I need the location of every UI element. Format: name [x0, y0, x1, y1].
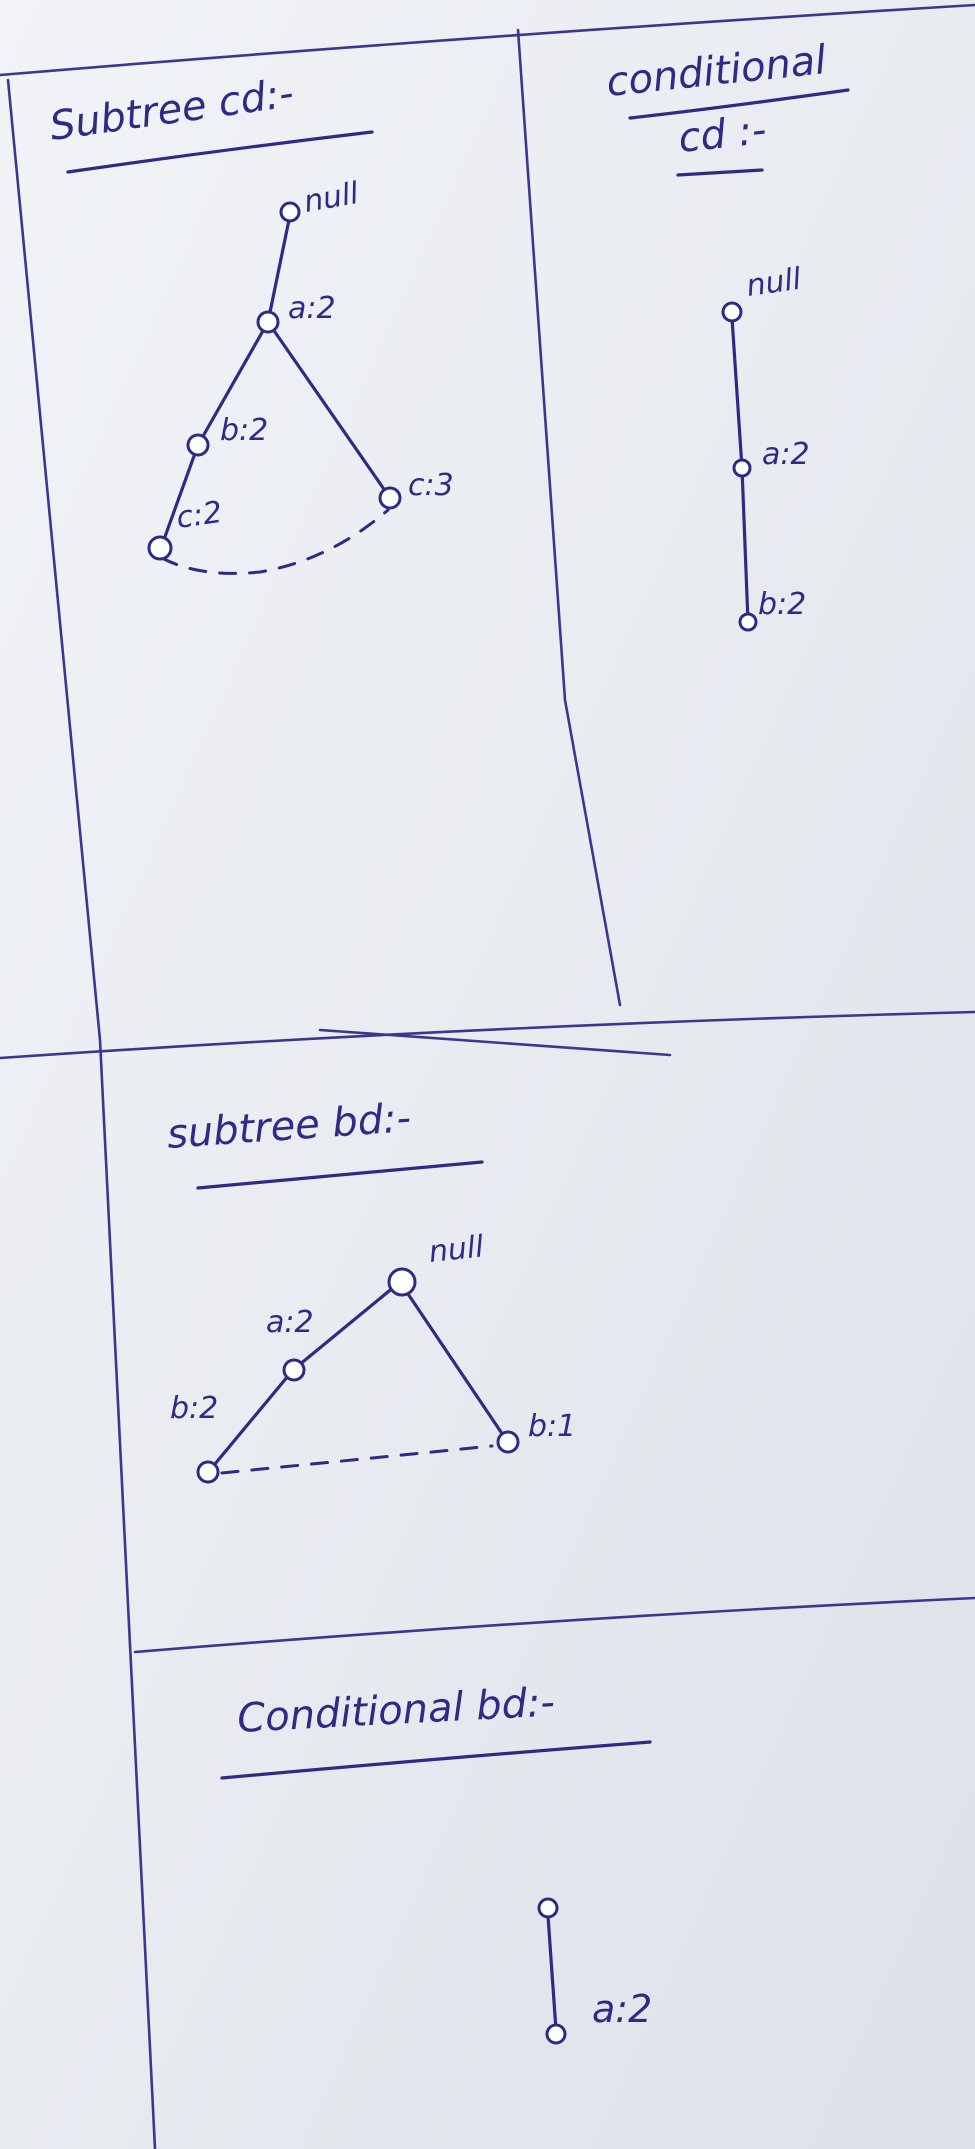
label-a: a:2 [266, 1305, 314, 1340]
section-divider-bottom [133, 1596, 975, 1654]
node-a [545, 2023, 567, 2045]
node-b [186, 433, 210, 457]
node-link-dashed [220, 1444, 494, 1475]
edge-null-a [291, 1280, 402, 1372]
edge-a-b [196, 320, 270, 447]
label-b1: b:1 [528, 1409, 576, 1444]
node-link-dashed [160, 508, 390, 575]
node-a [256, 310, 280, 334]
label-c3: c:3 [408, 468, 454, 503]
label-a: a:2 [592, 1987, 652, 2031]
node-null [279, 201, 301, 223]
node-a [732, 458, 752, 478]
column-divider-line [516, 28, 622, 1007]
node-null [387, 1267, 417, 1297]
conditional-cd-heading-line2: cd :- [676, 107, 768, 162]
top-border-line [0, 3, 975, 77]
conditional-bd-spine [546, 1914, 558, 2032]
node-c3 [378, 486, 402, 510]
edge-b-c [160, 443, 200, 547]
label-b: b:2 [758, 587, 806, 622]
short-divider-stroke [318, 1028, 672, 1057]
subtree-bd-underline [196, 1160, 484, 1190]
section-divider-top [0, 1010, 975, 1060]
label-a: a:2 [762, 437, 810, 472]
label-a: a:2 [288, 291, 336, 326]
node-c [147, 535, 173, 561]
subtree-cd-underline [66, 130, 374, 174]
node-b [738, 612, 758, 632]
node-null [721, 301, 743, 323]
label-null: null [427, 1229, 486, 1270]
left-margin-line [6, 78, 157, 2149]
label-null: null [744, 262, 804, 304]
edge-null-b1 [398, 1280, 507, 1440]
node-b [196, 1460, 220, 1484]
label-b: b:2 [220, 413, 268, 448]
node-a [282, 1358, 306, 1382]
conditional-bd-underline [220, 1740, 652, 1780]
conditional-underline-1 [628, 88, 850, 120]
node-b1 [496, 1430, 520, 1454]
page-frame [0, 3, 975, 2149]
edge-a-b [208, 1368, 295, 1472]
conditional-underline-2 [676, 168, 764, 177]
node-root [537, 1897, 559, 1919]
edge-a-c3 [266, 320, 390, 497]
label-b: b:2 [170, 1391, 218, 1426]
edge-null-a [266, 213, 292, 324]
label-c: c:2 [174, 495, 224, 536]
